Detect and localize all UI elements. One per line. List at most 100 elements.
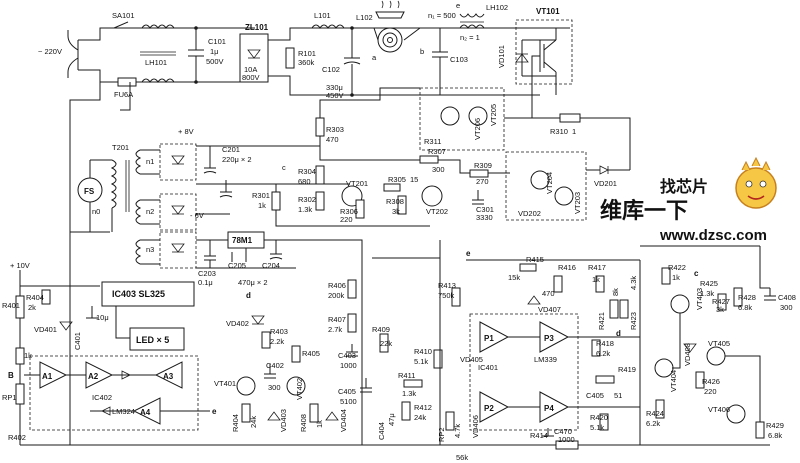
r419-label: R419 — [618, 365, 636, 374]
current-transformer: n₁ = 500 e LH102 n₂ = 1 C103 — [428, 1, 508, 95]
r404-ref: R404 — [26, 293, 44, 302]
r427-ref: R427 — [712, 297, 730, 306]
vd201-label: VD201 — [594, 179, 617, 188]
r308-value: 3k — [392, 207, 400, 216]
l101-ref: L101 — [314, 11, 331, 20]
c101-voltage: 500V — [206, 57, 224, 66]
c470-value: 1000 — [558, 435, 575, 444]
r409-ref: R409 — [372, 325, 390, 334]
c401-value: 10μ — [96, 313, 109, 322]
r307-ref: R307 — [428, 147, 446, 156]
r307-value: 300 — [432, 165, 445, 174]
c203-ref: C203 — [198, 269, 216, 278]
mascot-logo — [735, 156, 777, 209]
r408-value: 1k — [315, 420, 324, 428]
p2-label: P2 — [484, 404, 494, 413]
c201-ref: C201 — [222, 145, 240, 154]
r306-ref: R306 — [340, 207, 358, 216]
transformer-ref: T201 — [112, 143, 129, 152]
r425-value: 1.3k — [700, 289, 714, 298]
heating-coil: L102 a b — [356, 0, 424, 62]
r428-value: 6.8k — [738, 303, 752, 312]
r302-ref: R302 — [298, 195, 316, 204]
r413-ref: R413 — [438, 281, 456, 290]
coil-node-a: a — [372, 53, 377, 62]
filter-label: LH101 — [145, 58, 167, 67]
ct-ref: LH102 — [486, 3, 508, 12]
output-block: R417 1k R421 8k R423 4.3k R418 6.2k d R4… — [586, 245, 796, 445]
rp2-value: 4.7k — [453, 424, 462, 438]
c205-ref: C205 — [228, 261, 246, 270]
c405b-value: 51 — [614, 391, 622, 400]
vd408-label: VD408 — [683, 343, 692, 366]
r422-ref: R422 — [668, 263, 686, 272]
r424-ref: R424 — [646, 409, 664, 418]
mains-input: ~ 220V SA101 LH101 FU6A C101 1μ 500V — [38, 11, 255, 99]
c301-value: 3330 — [476, 213, 493, 222]
watermark-url: www.dzsc.com — [659, 227, 767, 244]
r413-value: 750k — [438, 291, 455, 300]
c408-ref: C408 — [778, 293, 796, 302]
c408-value: 300 — [780, 303, 793, 312]
plus10-label: + 10V — [10, 261, 30, 270]
c403-value: 1000 — [340, 361, 357, 370]
watermark-cn: 维库一下 — [600, 198, 688, 223]
ic402-label: IC402 — [92, 393, 112, 402]
r426-ref: R426 — [702, 377, 720, 386]
r417-ref: R417 — [588, 263, 606, 272]
dc-bus: R101 360k L101 C102 330μ 450V — [285, 11, 361, 100]
vd101-label: VD101 — [497, 45, 506, 68]
r302-value: 1.3k — [298, 205, 312, 214]
vt203-label: VT203 — [573, 192, 582, 214]
r101-value: 360k — [298, 58, 315, 67]
r406-value: 200k — [328, 291, 345, 300]
plus8-label: + 8V — [178, 127, 194, 136]
coil-node-b: b — [420, 47, 424, 56]
r420-value: 5.1k — [590, 423, 604, 432]
r403-value: 2.2k — [270, 337, 284, 346]
r301-value: 1k — [258, 201, 266, 210]
gate-driver: R303 470 R304 680 c R301 1k R302 1.3k VT… — [240, 87, 630, 227]
rectifier-current: 10A — [244, 65, 257, 74]
r305-value: 15 — [410, 175, 418, 184]
vd406-label: VD406 — [471, 415, 480, 438]
r427-value: 3k — [716, 305, 724, 314]
fan-and-transformer: FS n0 T201 n1 n2 n3 + 8V - 6V — [69, 82, 330, 445]
r408-ref: R408 — [299, 414, 308, 432]
c405b-ref: C405 — [586, 391, 604, 400]
r423-value: 4.3k — [629, 276, 638, 290]
c201-value: 220μ × 2 — [222, 155, 252, 164]
led-array-label: LED × 5 — [136, 335, 169, 345]
r1k-label: 1k — [24, 351, 32, 360]
c402-value: 300 — [268, 383, 281, 392]
c102-ref: C102 — [322, 65, 340, 74]
a1-label: A1 — [42, 372, 53, 381]
secondary-n1-label: n1 — [146, 157, 154, 166]
vt403-label: VT403 — [695, 288, 704, 310]
r310-ref: R310 — [550, 127, 568, 136]
driver-node-c: c — [282, 163, 286, 172]
c404-value: 47μ — [387, 413, 396, 426]
vt201-label: VT201 — [346, 179, 368, 188]
r404-value: 2k — [28, 303, 36, 312]
r407-ref: R407 — [328, 315, 346, 324]
r417-value: 1k — [592, 275, 600, 284]
r428-ref: R428 — [738, 293, 756, 302]
r406-ref: R406 — [328, 281, 346, 290]
c401-ref: C401 — [73, 332, 82, 350]
left-node-e: e — [212, 407, 217, 416]
site-watermark: 找芯片 维库一下 www.dzsc.com — [600, 156, 777, 244]
vt406-label: VT406 — [708, 405, 730, 414]
c204-value: 470μ × 2 — [238, 278, 268, 287]
r426-value: 220 — [704, 387, 717, 396]
c405-ref: C405 — [338, 387, 356, 396]
r429-ref: R429 — [766, 421, 784, 430]
r409-value: 22k — [380, 339, 392, 348]
vd405-label: VD405 — [460, 355, 483, 364]
p3-label: P3 — [544, 334, 554, 343]
c402-ref: C402 — [266, 361, 284, 370]
r404b-ref: R404 — [231, 414, 240, 432]
c203-value: 0.1μ — [198, 278, 213, 287]
r305-ref: R305 — [388, 175, 406, 184]
